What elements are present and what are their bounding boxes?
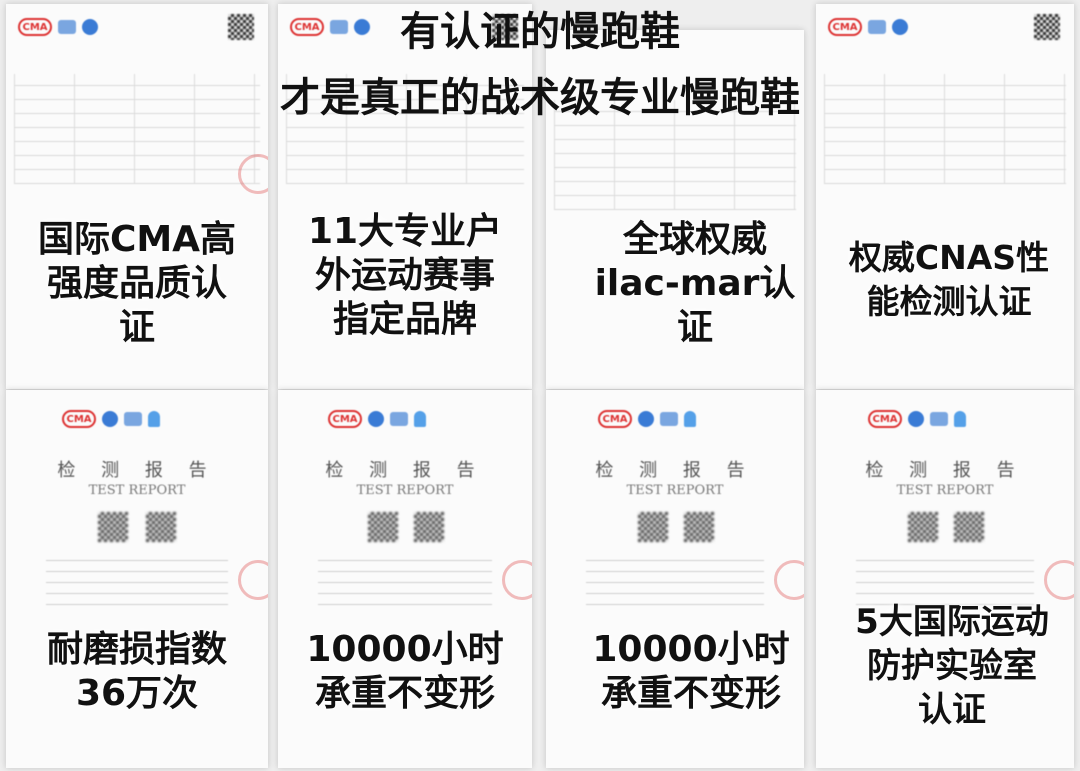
cnas-logo-icon <box>368 411 384 427</box>
cma-logo-icon: CMA <box>62 410 96 428</box>
test-report-doc-1: CMA 检 测 报 告 TEST REPORT <box>6 390 268 768</box>
qr-code-icon <box>492 14 518 40</box>
caption-line: 指定品牌 <box>332 299 477 340</box>
report-lines <box>46 555 228 615</box>
lamp-logo-icon <box>148 411 160 427</box>
lamp-logo-icon <box>684 411 696 427</box>
ilac-logo-icon <box>330 20 348 34</box>
cnas-logo-icon <box>638 411 654 427</box>
ilac-logo-icon <box>868 20 886 34</box>
red-seal-icon <box>238 560 268 600</box>
cma-logo-icon: CMA <box>18 18 52 36</box>
red-seal-icon <box>1044 560 1074 600</box>
report-title: 检 测 报 告 <box>595 460 755 481</box>
caption-line: 10000小时 <box>592 629 790 670</box>
report-subtitle: TEST REPORT <box>88 483 186 498</box>
ilac-logo-icon <box>58 20 76 34</box>
certificate-doc-3 <box>546 30 804 389</box>
caption-line: 全球权威 <box>622 219 767 260</box>
certificate-doc-2: CMA <box>278 4 532 389</box>
caption-line: 权威CNAS性 <box>848 238 1050 277</box>
report-logos: CMA <box>62 410 160 428</box>
headline: 有认证的慢跑鞋 才是真正的战术级专业慢跑鞋 <box>180 8 900 122</box>
lamp-logo-icon <box>954 411 966 427</box>
qr-code-icon <box>908 512 938 542</box>
report-logos: CMA <box>868 410 966 428</box>
cert-logos: CMA <box>828 18 908 36</box>
ilac-logo-icon <box>930 412 948 426</box>
cert-logos: CMA <box>290 18 370 36</box>
caption-line: 11大专业户 <box>307 211 503 252</box>
caption-5: 耐磨损指数 36万次 <box>10 628 264 716</box>
qr-code-icon <box>368 512 398 542</box>
report-lines <box>586 555 764 615</box>
caption-7: 10000小时 承重不变形 <box>546 628 836 716</box>
cma-logo-icon: CMA <box>290 18 324 36</box>
ilac-logo-icon <box>390 412 408 426</box>
cnas-logo-icon <box>102 411 118 427</box>
cma-logo-icon: CMA <box>868 410 902 428</box>
red-seal-icon <box>502 560 532 600</box>
headline-line-2: 才是真正的战术级专业慢跑鞋 <box>280 75 800 121</box>
qr-code-icon <box>228 14 254 40</box>
ilac-logo-icon <box>660 412 678 426</box>
ilac-logo-icon <box>124 412 142 426</box>
caption-line: 承重不变形 <box>314 673 495 714</box>
cma-logo-icon: CMA <box>328 410 362 428</box>
cma-logo-icon: CMA <box>598 410 632 428</box>
test-report-doc-3: CMA 检 测 报 告 TEST REPORT <box>546 390 804 768</box>
qr-code-icon <box>684 512 714 542</box>
report-lines <box>856 555 1034 615</box>
qr-code-icon <box>638 512 668 542</box>
caption-line: 耐磨损指数 <box>46 629 227 670</box>
cert-logos: CMA <box>18 18 98 36</box>
headline-line-1: 有认证的慢跑鞋 <box>400 9 680 55</box>
cnas-logo-icon <box>82 19 98 35</box>
caption-line: ilac-mar认 <box>594 263 796 304</box>
red-seal-icon <box>238 154 268 194</box>
report-title: 检 测 报 告 <box>325 460 485 481</box>
caption-line: 承重不变形 <box>600 673 781 714</box>
report-subtitle: TEST REPORT <box>356 483 454 498</box>
report-logos: CMA <box>598 410 696 428</box>
caption-line: 防护实验室 <box>867 646 1037 686</box>
qr-code-icon <box>954 512 984 542</box>
certificate-doc-4: CMA <box>816 4 1074 389</box>
qr-code-icon <box>1034 14 1060 40</box>
report-lines <box>318 555 492 615</box>
caption-1: 国际CMA高 强度品质认 证 <box>10 218 264 350</box>
report-title: 检 测 报 告 <box>865 460 1025 481</box>
test-report-doc-2: CMA 检 测 报 告 TEST REPORT <box>278 390 532 768</box>
cma-logo-icon: CMA <box>828 18 862 36</box>
cnas-logo-icon <box>354 19 370 35</box>
lamp-logo-icon <box>414 411 426 427</box>
cnas-logo-icon <box>892 19 908 35</box>
caption-line: 10000小时 <box>306 629 504 670</box>
caption-line: 证 <box>676 307 713 348</box>
qr-code-icon <box>98 512 128 542</box>
caption-6: 10000小时 承重不变形 <box>278 628 532 716</box>
caption-4: 权威CNAS性 能检测认证 <box>824 236 1074 324</box>
report-title: 检 测 报 告 <box>57 460 217 481</box>
report-logos: CMA <box>328 410 426 428</box>
caption-line: 36万次 <box>75 673 199 714</box>
caption-8: 5大国际运动 防护实验室 认证 <box>830 600 1074 732</box>
qr-code-icon <box>414 512 444 542</box>
caption-line: 外运动赛事 <box>314 255 495 296</box>
report-subtitle: TEST REPORT <box>626 483 724 498</box>
caption-line: 认证 <box>918 690 986 730</box>
test-report-doc-4: CMA 检 测 报 告 TEST REPORT <box>816 390 1074 768</box>
caption-2: 11大专业户 外运动赛事 指定品牌 <box>278 210 532 342</box>
qr-code-icon <box>146 512 176 542</box>
caption-line: 国际CMA高 <box>37 219 237 260</box>
certificate-doc-1: CMA <box>6 4 268 389</box>
caption-line: 证 <box>118 307 155 348</box>
caption-line: 能检测认证 <box>866 282 1032 321</box>
caption-line: 5大国际运动 <box>855 602 1049 642</box>
caption-3: 全球权威 ilac-mar认 证 <box>560 218 830 350</box>
red-seal-icon <box>774 560 804 600</box>
caption-line: 强度品质认 <box>46 263 227 304</box>
cnas-logo-icon <box>908 411 924 427</box>
report-subtitle: TEST REPORT <box>896 483 994 498</box>
